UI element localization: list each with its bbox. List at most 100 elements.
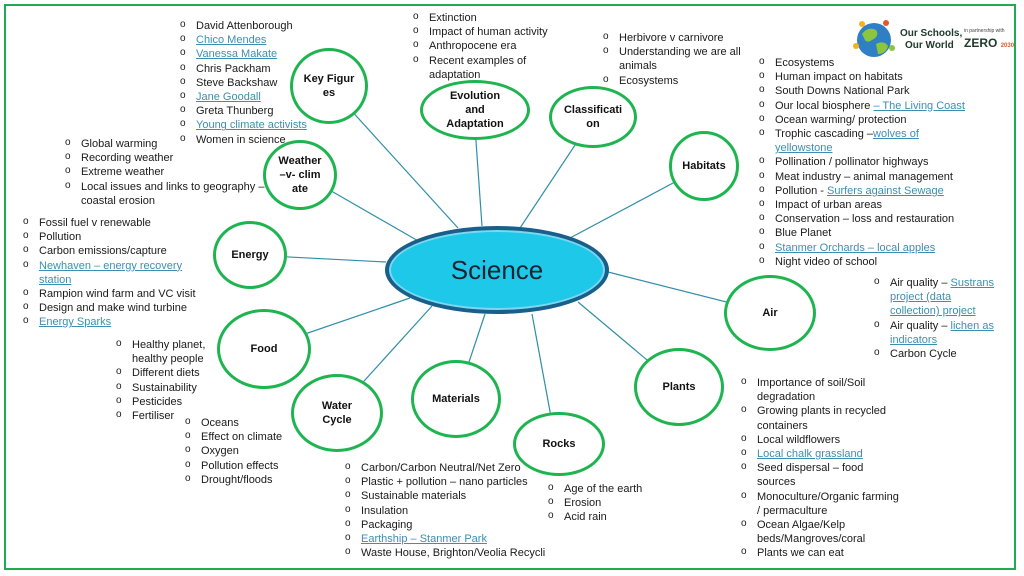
logo-line-1: Our Schools, <box>900 28 963 39</box>
list-item: Ecosystems <box>603 73 753 88</box>
list-item: Impact of urban areas <box>759 197 979 212</box>
node-weather: Weather –v- climate <box>263 140 337 210</box>
list-item: Carbon emissions/capture <box>23 243 198 258</box>
list-item: Night video of school <box>759 254 979 269</box>
list-item: Seed dispersal – food sources <box>741 460 901 489</box>
list-item: Drought/floods <box>185 472 305 487</box>
link-living-coast[interactable]: – The Living Coast <box>873 99 965 112</box>
node-habitats-label: Habitats <box>682 160 726 172</box>
list-item: Air quality – lichen as indicators <box>874 318 994 347</box>
list-item: Recent examples of adaptation <box>413 53 553 82</box>
list-item: Anthropocene era <box>413 38 553 53</box>
link-earthship[interactable]: Earthship – Stanmer Park <box>361 533 487 546</box>
list-habitats: Ecosystems Human impact on habitats Sout… <box>759 55 979 269</box>
node-food: Food <box>217 309 311 389</box>
list-item: Pollution effects <box>185 458 305 473</box>
list-item[interactable]: Energy Sparks <box>23 314 198 329</box>
link-vanessa-makate[interactable]: Vanessa Makate <box>196 48 278 61</box>
list-item: Blue Planet <box>759 225 979 240</box>
node-water-cycle: Water Cycle <box>291 374 383 452</box>
list-item: Age of the earth <box>548 481 658 496</box>
link-wolves-of-yellowstone[interactable]: wolves of yellowstone <box>775 128 919 155</box>
node-classification-label: Classification <box>563 104 623 130</box>
globe-icon <box>853 20 895 57</box>
our-schools-logo: Our Schools,Our World in partnership wit… <box>852 14 1016 66</box>
list-item: Ocean warming/ protection <box>759 112 979 127</box>
node-materials: Materials <box>411 360 501 438</box>
list-item: Understanding we are all animals <box>603 44 753 73</box>
link-newhaven[interactable]: Newhaven – energy recovery station <box>39 259 183 286</box>
list-food: Healthy planet, healthy people Different… <box>116 337 216 423</box>
list-item: Greta Thunberg <box>180 103 310 118</box>
list-item: David Attenborough <box>180 18 310 33</box>
center-label: Science <box>450 254 544 285</box>
center-node-science: Science <box>385 226 609 314</box>
list-item[interactable]: Jane Goodall <box>180 89 310 104</box>
list-item: Plants we can eat <box>741 545 901 560</box>
list-item: Meat industry – animal management <box>759 169 979 184</box>
node-food-label: Food <box>250 343 278 355</box>
list-plants: Importance of soil/Soil degradation Grow… <box>741 375 901 561</box>
link-energy-sparks[interactable]: Energy Sparks <box>39 316 112 329</box>
link-young-climate-activists[interactable]: Young climate activists <box>196 119 307 132</box>
list-item: Sustainability <box>116 380 216 395</box>
node-energy-label: Energy <box>231 249 269 261</box>
list-item[interactable]: Newhaven – energy recovery station <box>23 258 198 287</box>
list-item: Oxygen <box>185 443 305 458</box>
node-air-label: Air <box>762 307 778 319</box>
list-item[interactable]: Young climate activists <box>180 117 310 132</box>
list-item: Impact of human activity <box>413 24 553 39</box>
node-key-figures-label: Key Figures <box>303 73 355 99</box>
list-item: Steve Backshaw <box>180 75 310 90</box>
list-item: Human impact on habitats <box>759 69 979 84</box>
list-item: Insulation <box>345 503 545 518</box>
list-item: Conservation – loss and restauration <box>759 211 979 226</box>
page-frame <box>4 4 1016 570</box>
list-water-cycle: Oceans Effect on climate Oxygen Pollutio… <box>185 415 305 487</box>
link-local-chalk-grassland[interactable]: Local chalk grassland <box>757 448 863 461</box>
node-plants: Plants <box>634 348 724 426</box>
list-item: Air quality – Sustrans project (data col… <box>874 275 994 319</box>
node-materials-label: Materials <box>432 393 480 405</box>
list-item: Fossil fuel v renewable <box>23 215 198 230</box>
list-item: Waste House, Brighton/Veolia Recycling <box>345 545 545 560</box>
node-evolution: Evolution and Adaptation <box>420 80 530 140</box>
link-sustrans[interactable]: Sustrans project (data collection) proje… <box>890 277 994 318</box>
link-chico-mendes[interactable]: Chico Mendes <box>196 34 267 47</box>
list-item[interactable]: Chico Mendes <box>180 32 310 47</box>
list-classification: Herbivore v carnivore Understanding we a… <box>603 30 753 88</box>
list-item: Acid rain <box>548 509 658 524</box>
node-habitats: Habitats <box>669 131 739 201</box>
list-item: Trophic cascading –wolves of yellowstone <box>759 126 979 155</box>
logo-line-2: Our World <box>905 40 954 51</box>
list-item[interactable]: Vanessa Makate <box>180 46 310 61</box>
list-materials: Carbon/Carbon Neutral/Net Zero Plastic +… <box>345 460 545 560</box>
list-item: Rampion wind farm and VC visit <box>23 286 198 301</box>
list-item: Extreme weather <box>65 164 265 179</box>
list-item: Erosion <box>548 495 658 510</box>
list-item[interactable]: Local chalk grassland <box>741 446 901 461</box>
logo-partner-text: in partnership with <box>964 28 1005 34</box>
list-item: Growing plants in recycled containers <box>741 403 901 432</box>
link-stanmer-orchards[interactable]: Stanmer Orchards – local apples <box>775 241 936 254</box>
link-jane-goodall[interactable]: Jane Goodall <box>196 91 261 104</box>
list-item: Monoculture/Organic farming / permacultu… <box>741 489 901 518</box>
link-surfers-against-sewage[interactable]: Surfers against Sewage <box>826 184 944 197</box>
link-lichen[interactable]: lichen as indicators <box>890 319 994 346</box>
list-item: Local wildflowers <box>741 432 901 447</box>
list-item: Fertiliser <box>116 408 216 423</box>
list-item: Carbon Cycle <box>874 346 994 361</box>
list-item: Ocean Algae/Kelp beds/Mangroves/coral <box>741 517 901 546</box>
list-item: Effect on climate <box>185 429 305 444</box>
list-item: Global warming <box>65 136 265 151</box>
list-item: Healthy planet, healthy people <box>116 337 216 366</box>
node-classification: Classification <box>549 86 637 148</box>
list-item: Carbon/Carbon Neutral/Net Zero <box>345 460 545 475</box>
list-item: Stanmer Orchards – local apples <box>759 240 979 255</box>
list-item[interactable]: Earthship – Stanmer Park <box>345 531 545 546</box>
node-air: Air <box>724 275 816 351</box>
list-item: Pollution <box>23 229 198 244</box>
list-item: Ecosystems <box>759 55 979 70</box>
list-item: Pesticides <box>116 394 216 409</box>
node-plants-label: Plants <box>662 381 696 393</box>
